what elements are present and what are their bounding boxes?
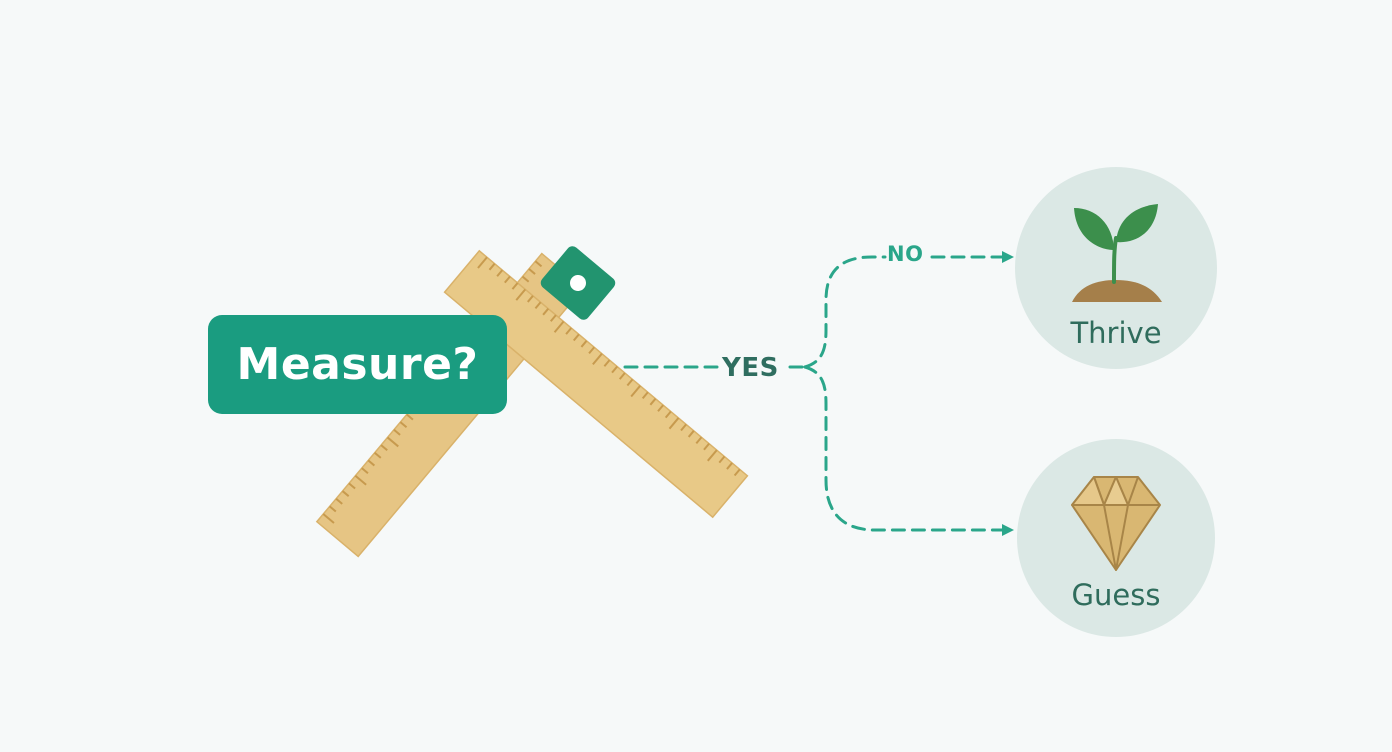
decision-node-measure: Measure? [208, 315, 507, 414]
ruler-tick [664, 410, 672, 419]
ruler-tick [380, 444, 388, 452]
ruler-tick [399, 421, 408, 429]
ruler-tick [374, 451, 382, 459]
ruler-tick [521, 275, 530, 283]
ruler-tick [515, 288, 527, 301]
guess-branch-connector [803, 365, 1014, 536]
ruler-tick [322, 513, 335, 524]
ruler-tick [511, 282, 519, 290]
ruler-tick [406, 413, 414, 421]
ruler-tick [367, 459, 376, 467]
no-label: NO [887, 242, 924, 266]
yes-label: YES [722, 353, 779, 383]
ruler-tick [668, 417, 680, 430]
ruler-tick [726, 462, 733, 470]
ruler-tick [542, 308, 550, 316]
ruler-tick [565, 327, 572, 335]
ruler-tick [527, 295, 534, 303]
ruler-tick [329, 505, 337, 513]
ruler-tick [618, 372, 626, 380]
ruler-tick [534, 260, 543, 268]
ruler-tick [657, 404, 664, 412]
ruler-tick [528, 268, 536, 275]
ruler-tick [707, 449, 718, 462]
ruler-tick [695, 436, 703, 445]
ruler-tick [630, 385, 641, 398]
ruler-tick [626, 378, 634, 387]
ruler-tick [680, 423, 687, 432]
ruler-tick [580, 340, 588, 348]
ruler-tick [348, 482, 356, 490]
ruler-tick [641, 391, 649, 400]
ruler-tick [611, 365, 618, 374]
ruler-tick [341, 490, 350, 497]
ruler-tick [718, 455, 726, 464]
ruler-tick [733, 468, 741, 477]
ruler-tick [335, 497, 343, 505]
ruler-tick [534, 301, 542, 310]
thrive-label: Thrive [1070, 316, 1162, 350]
ruler-tick [687, 430, 695, 438]
no-branch-connector [803, 255, 887, 369]
ruler-tick [588, 346, 595, 355]
ruler-tick [553, 320, 565, 333]
ruler-tick [488, 263, 496, 271]
ruler-tick [649, 398, 657, 406]
ruler-tick [504, 275, 511, 284]
ruler-tick [393, 429, 401, 436]
guess-label: Guess [1071, 578, 1161, 612]
ruler-tick [603, 359, 611, 367]
ruler-tick [572, 333, 580, 342]
ruler-tick [354, 474, 367, 486]
ruler-tick [549, 314, 557, 322]
ruler-tag-icon [540, 246, 616, 320]
ruler-tick [496, 269, 504, 277]
ruler-tick [703, 443, 710, 451]
sprout-icon [1072, 204, 1162, 302]
ruler-tick [592, 353, 603, 366]
ruler-tick [361, 467, 369, 474]
connector-lines [623, 251, 1014, 536]
ruler-tick [386, 436, 399, 448]
ruler-tick [477, 256, 488, 269]
gem-icon [1071, 476, 1161, 571]
